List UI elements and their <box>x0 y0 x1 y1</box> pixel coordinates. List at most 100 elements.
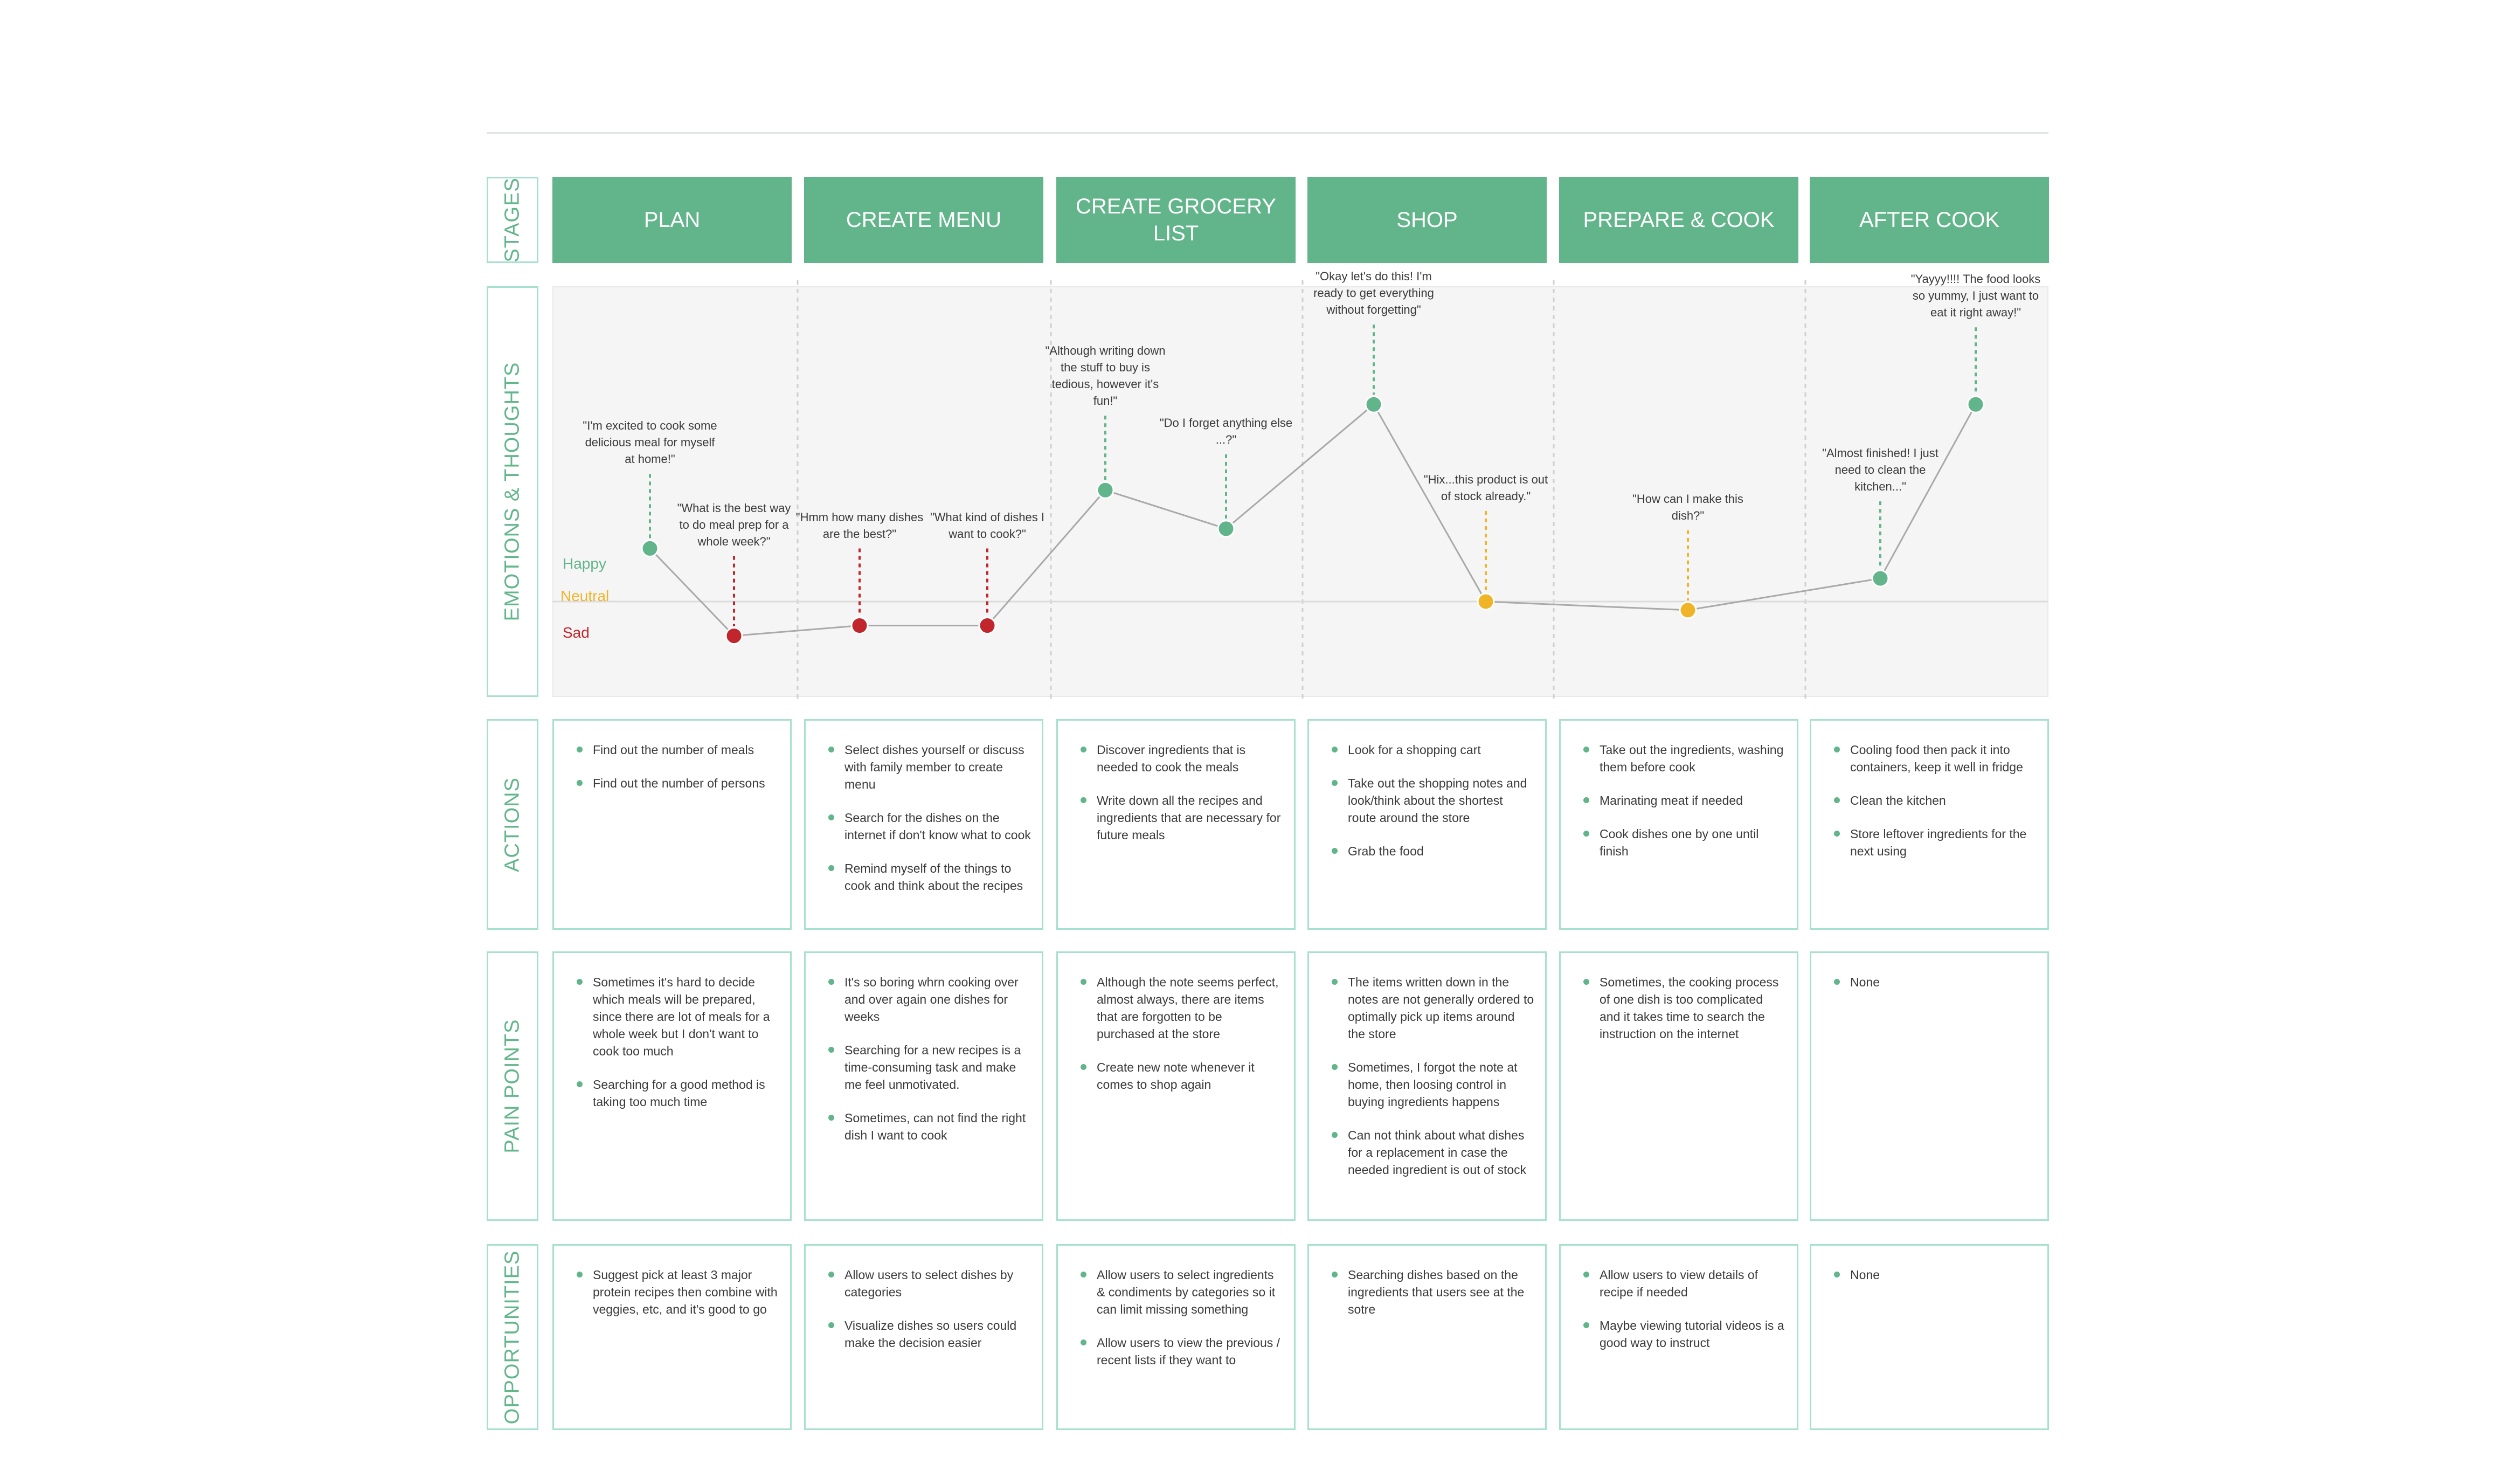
bullet-item: Sometimes, I forgot the note at home, th… <box>1320 1059 1534 1110</box>
stage-header: CREATE GROCERY LIST <box>1056 177 1296 263</box>
actions-cell: Cooling food then pack it into container… <box>1810 719 2049 930</box>
legend-sad: Sad <box>563 624 590 641</box>
bullet-item: Cook dishes one by one until finish <box>1571 825 1786 860</box>
bullet-dot-icon <box>1834 1272 1840 1277</box>
bullet-text: Searching for a good method is taking to… <box>593 1078 765 1109</box>
pain-points-cell: It's so boring whrn cooking over and ove… <box>804 951 1043 1221</box>
emotion-point-sad <box>850 617 869 635</box>
bullet-dot-icon <box>1081 1272 1086 1277</box>
emotion-point-sad <box>725 627 743 645</box>
bullet-dot-icon <box>1332 1272 1338 1277</box>
bullet-list: Sometimes, the cooking process of one di… <box>1571 973 1786 1042</box>
bullet-dot-icon <box>1583 831 1589 837</box>
emotion-quote: "Okay let's do this! I'm ready to get ev… <box>1313 270 1434 317</box>
bullet-dot-icon <box>1583 797 1589 803</box>
bullet-text: Can not think about what dishes for a re… <box>1348 1128 1527 1177</box>
bullet-item: Take out the ingredients, washing them b… <box>1571 741 1786 776</box>
bullet-item: Remind myself of the things to cook and … <box>816 860 1031 894</box>
bullet-list: None <box>1822 1266 2037 1283</box>
bullet-text: Sometimes, can not find the right dish I… <box>844 1111 1026 1142</box>
pain-points-cell: Sometimes it's hard to decide which meal… <box>552 951 792 1221</box>
bullet-list: Searching dishes based on the ingredient… <box>1320 1266 1534 1318</box>
bullet-dot-icon <box>828 747 834 752</box>
bullet-text: Cooling food then pack it into container… <box>1850 743 2023 774</box>
emotion-point-happy <box>1967 395 1985 413</box>
bullet-item: Grab the food <box>1320 843 1534 860</box>
emotion-quote: "I'm excited to cook some delicious meal… <box>583 419 717 466</box>
bullet-text: Discover ingredients that is needed to c… <box>1097 743 1246 774</box>
bullet-text: Although the note seems perfect, almost … <box>1097 975 1279 1041</box>
bullet-dot-icon <box>1081 1339 1086 1345</box>
bullet-list: Take out the ingredients, washing them b… <box>1571 741 1786 860</box>
stage-header: SHOP <box>1307 177 1547 263</box>
bullet-text: Search for the dishes on the internet if… <box>844 811 1031 842</box>
actions-cell: Discover ingredients that is needed to c… <box>1056 719 1296 930</box>
bullet-dot-icon <box>1081 1064 1086 1070</box>
pain-points-cell: The items written down in the notes are … <box>1307 951 1547 1221</box>
bullet-text: Searching dishes based on the ingredient… <box>1348 1268 1525 1316</box>
stage-header: PREPARE & COOK <box>1559 177 1798 263</box>
bullet-list: None <box>1822 973 2037 991</box>
bullet-text: Cook dishes one by one until finish <box>1600 827 1759 858</box>
bullet-text: Allow users to select dishes by categori… <box>844 1268 1014 1299</box>
bullet-dot-icon <box>1332 1064 1338 1070</box>
bullet-text: Write down all the recipes and ingredien… <box>1097 793 1281 842</box>
opportunities-cell: Allow users to select dishes by categori… <box>804 1244 1043 1430</box>
emotion-point-happy <box>1096 481 1114 499</box>
bullet-dot-icon <box>1332 747 1338 752</box>
opportunities-cell: Searching dishes based on the ingredient… <box>1307 1244 1547 1430</box>
bullet-list: It's so boring whrn cooking over and ove… <box>816 973 1031 1144</box>
bullet-text: Visualize dishes so users could make the… <box>844 1318 1017 1350</box>
opportunities-cell: Allow users to view details of recipe if… <box>1559 1244 1798 1430</box>
bullet-dot-icon <box>1332 848 1338 854</box>
stage-header: PLAN <box>552 177 792 263</box>
emotion-point-happy <box>1365 395 1383 413</box>
bullet-item: Clean the kitchen <box>1822 792 2037 809</box>
bullet-dot-icon <box>1583 979 1589 985</box>
bullet-text: None <box>1850 975 1880 989</box>
bullet-text: Sometimes, I forgot the note at home, th… <box>1348 1060 1518 1109</box>
emotion-quote: "What kind of dishes I want to cook?" <box>930 510 1045 541</box>
bullet-item: Find out the number of persons <box>565 775 779 792</box>
emotion-point-happy <box>1217 520 1235 538</box>
stage-header: CREATE MENU <box>804 177 1043 263</box>
bullet-dot-icon <box>1834 747 1840 752</box>
row-label-stages: STAGES <box>487 177 538 263</box>
bullet-dot-icon <box>828 1272 834 1277</box>
bullet-dot-icon <box>1332 780 1338 786</box>
bullet-item: Discover ingredients that is needed to c… <box>1069 741 1283 776</box>
bullet-list: Select dishes yourself or discuss with f… <box>816 741 1031 894</box>
emotion-quote: "What is the best way to do meal prep fo… <box>677 501 791 548</box>
bullet-dot-icon <box>1583 747 1589 752</box>
bullet-list: Allow users to view details of recipe if… <box>1571 1266 1786 1351</box>
bullet-item: Sometimes, can not find the right dish I… <box>816 1109 1031 1144</box>
legend-happy: Happy <box>563 555 606 572</box>
bullet-dot-icon <box>828 814 834 820</box>
bullet-list: The items written down in the notes are … <box>1320 973 1534 1178</box>
bullet-dot-icon <box>1583 1272 1589 1277</box>
bullet-text: Allow users to view details of recipe if… <box>1600 1268 1759 1299</box>
row-label-opportunities: OPPORTUNITIES <box>487 1244 538 1430</box>
legend-neutral: Neutral <box>560 588 610 604</box>
bullet-text: It's so boring whrn cooking over and ove… <box>844 975 1019 1024</box>
bullet-dot-icon <box>828 1047 834 1053</box>
pain-points-cell: None <box>1810 951 2049 1221</box>
emotion-quote: "Almost finished! I just need to clean t… <box>1822 446 1939 494</box>
bullet-dot-icon <box>577 1081 583 1087</box>
bullet-item: Write down all the recipes and ingredien… <box>1069 792 1283 844</box>
emotion-point-happy <box>1871 569 1889 588</box>
bullet-item: Visualize dishes so users could make the… <box>816 1317 1031 1351</box>
bullet-dot-icon <box>1332 1132 1338 1138</box>
bullet-item: It's so boring whrn cooking over and ove… <box>816 973 1031 1025</box>
bullet-text: Remind myself of the things to cook and … <box>844 861 1023 893</box>
bullet-item: Allow users to view the previous / recen… <box>1069 1334 1283 1369</box>
bullet-list: Although the note seems perfect, almost … <box>1069 973 1283 1093</box>
bullet-dot-icon <box>1834 797 1840 803</box>
emotion-point-neutral <box>1477 592 1495 611</box>
bullet-item: Allow users to select ingredients & cond… <box>1069 1266 1283 1318</box>
bullet-item: Look for a shopping cart <box>1320 741 1534 758</box>
bullet-text: Sometimes it's hard to decide which meal… <box>593 975 770 1058</box>
